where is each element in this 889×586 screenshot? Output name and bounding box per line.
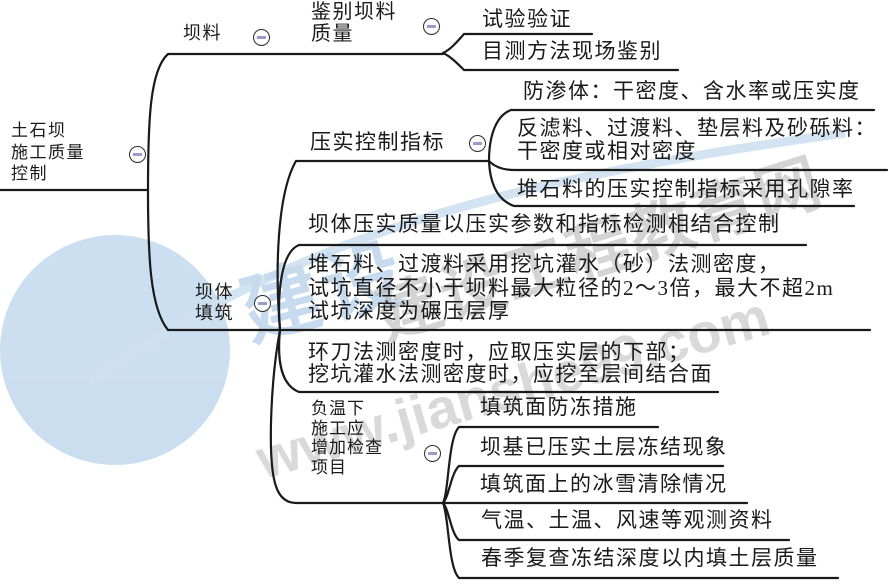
node-test-verification: 试验验证 xyxy=(482,7,572,31)
node-filter-transition-materials: 反滤料、过渡料、垫层料及砂砾料： 干密度或相对密度 xyxy=(517,116,877,163)
node-identify-material-quality: 鉴别坝料 质量 xyxy=(311,1,397,45)
node-visual-site-identification: 目测方法现场鉴别 xyxy=(482,39,662,63)
node-dam-material: 坝料 xyxy=(183,23,222,43)
node-rockfill-porosity: 堆石料的压实控制指标采用孔隙率 xyxy=(517,177,855,201)
node-foundation-frozen-layer: 坝基已压实土层冻结现象 xyxy=(480,435,728,459)
collapse-minus-icon-negative-temp[interactable] xyxy=(424,445,441,462)
node-spring-recheck-frozen-depth: 春季复查冻结深度以内填土层质量 xyxy=(481,546,819,570)
node-impervious-body: 防渗体：干密度、含水率或压实度 xyxy=(523,79,861,103)
node-negative-temp-checks: 负温下 施工应 增加检查 项目 xyxy=(311,399,383,477)
node-pit-water-density-method: 堆石料、过渡料采用挖坑灌水（砂）法测密度， 试坑直径不小于坝料最大粒径的2～3倍… xyxy=(308,252,835,323)
node-ring-knife-method: 环刀法测密度时，应取压实层的下部； 挖坑灌水法测密度时，应挖至层间结合面 xyxy=(308,340,713,386)
node-temperature-wind-observation: 气温、土温、风速等观测资料 xyxy=(481,508,774,532)
node-compaction-control-index: 压实控制指标 xyxy=(310,130,445,154)
collapse-minus-icon-dam-body-filling[interactable] xyxy=(254,295,271,312)
collapse-minus-icon-root[interactable] xyxy=(129,146,146,163)
node-dam-body-filling: 坝体 填筑 xyxy=(195,282,234,323)
collapse-minus-icon-compaction-index[interactable] xyxy=(469,135,486,152)
collapse-minus-icon-dam-material[interactable] xyxy=(253,29,270,46)
node-combined-parameter-control: 坝体压实质量以压实参数和指标检测相结合控制 xyxy=(308,212,781,236)
node-fill-surface-antifreeze: 填筑面防冻措施 xyxy=(480,395,638,419)
node-root: 土石坝 施工质量 控制 xyxy=(11,121,85,183)
node-ice-snow-removal: 填筑面上的冰雪清除情况 xyxy=(480,472,728,496)
collapse-minus-icon-identify-quality[interactable] xyxy=(423,18,440,35)
